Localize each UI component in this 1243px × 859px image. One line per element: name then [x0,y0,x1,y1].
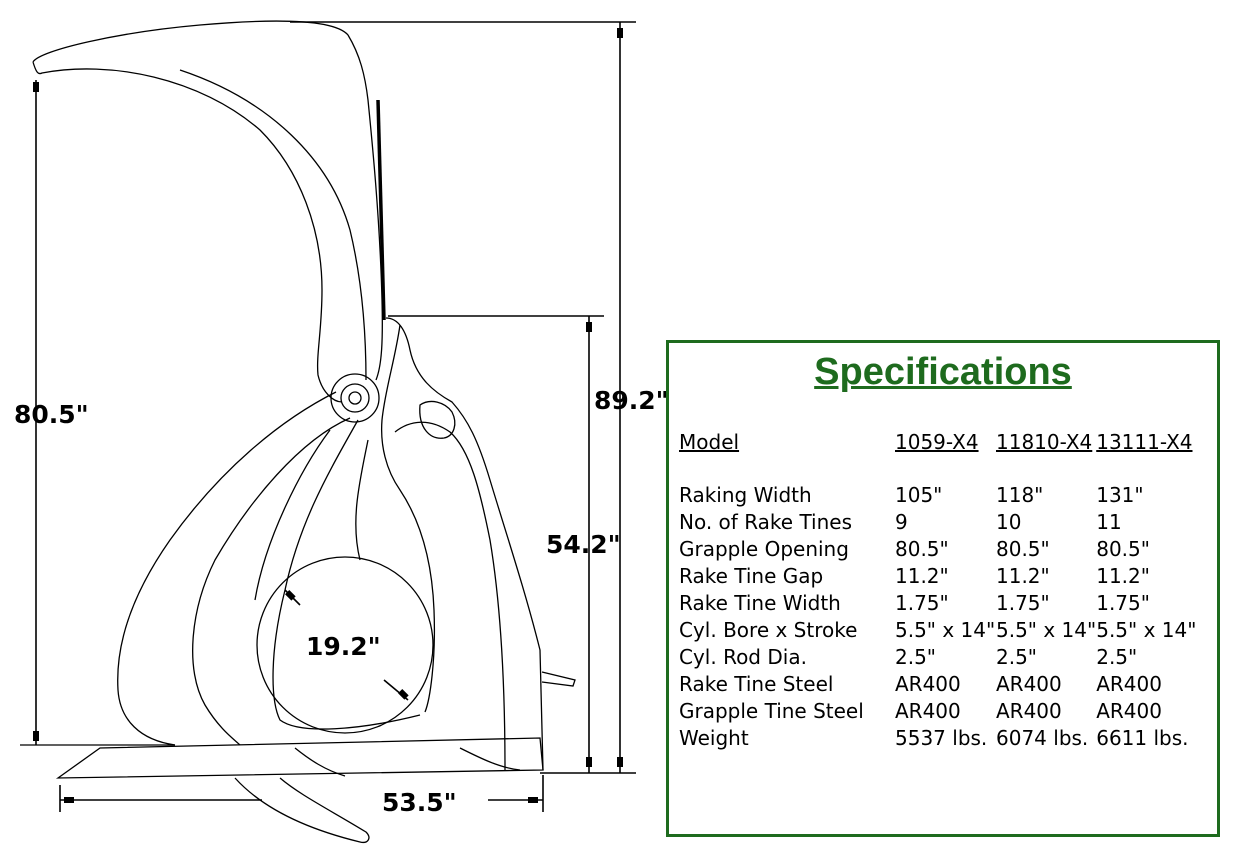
spec-value: 5.5" x 14" [996,618,1097,642]
specifications-table: Model 1059-X4 11810-X4 13111-X4 Raking W… [679,428,1206,752]
spec-value: 5.5" x 14" [1096,618,1197,642]
pivot-pin-outer [330,373,380,423]
spec-value: 9 [895,510,908,534]
cylinder-circle [256,556,434,734]
spec-label: Raking Width [679,483,812,507]
frame-inner-line [380,324,436,713]
dimension-label-53-5: 53.5" [382,788,457,817]
specifications-panel: Specifications Model 1059-X4 11810-X4 13… [666,340,1220,837]
spec-value: AR400 [895,699,961,723]
spec-row: No. of Rake Tines 9 10 11 [679,509,1206,536]
dimension-label-19-2: 19.2" [306,632,381,661]
spec-row: Cyl. Rod Dia. 2.5" 2.5" 2.5" [679,644,1206,671]
hitch-pin [541,671,576,687]
spec-row: Rake Tine Steel AR400 AR400 AR400 [679,671,1206,698]
spec-value: 6611 lbs. [1096,726,1189,750]
spec-header-model-1: 1059-X4 [895,429,979,454]
spec-value: 105" [895,483,943,507]
dimension-54-2 [388,315,604,773]
spec-label: No. of Rake Tines [679,510,852,534]
spec-value: 1.75" [996,591,1050,615]
spec-header-model-2: 11810-X4 [996,429,1093,454]
dimension-label-80-5: 80.5" [14,400,89,429]
cylinder-rod [272,419,421,730]
spec-value: 6074 lbs. [996,726,1089,750]
spec-label: Rake Tine Gap [679,564,824,588]
spec-label: Grapple Opening [679,537,849,561]
spec-row: Grapple Tine Steel AR400 AR400 AR400 [679,698,1206,725]
spec-row: Grapple Opening 80.5" 80.5" 80.5" [679,536,1206,563]
spec-row: Rake Tine Gap 11.2" 11.2" 11.2" [679,563,1206,590]
spec-value: AR400 [996,699,1062,723]
spec-row: Cyl. Bore x Stroke 5.5" x 14" 5.5" x 14"… [679,617,1206,644]
spec-value: 118" [996,483,1044,507]
spec-value: 80.5" [996,537,1050,561]
spec-row: Weight 5537 lbs. 6074 lbs. 6611 lbs. [679,725,1206,752]
pivot-pin-mid [340,383,370,413]
spec-value: 1.75" [895,591,949,615]
spec-value: 11.2" [996,564,1050,588]
spec-label: Rake Tine Steel [679,672,834,696]
rake-floor [20,737,544,779]
spec-value: 11.2" [895,564,949,588]
spec-label: Cyl. Bore x Stroke [679,618,858,642]
frame-inner-cutout [419,400,456,439]
dimension-label-54-2: 54.2" [546,530,621,559]
dimension-80-5 [33,80,39,745]
grapple-arm-inner-line [179,69,367,381]
spec-value: 11 [1096,510,1122,534]
spec-label: Rake Tine Width [679,591,841,615]
spec-value: 10 [996,510,1022,534]
pivot-pin-inner [348,391,362,405]
spec-value: 11.2" [1096,564,1150,588]
spec-value: AR400 [895,672,961,696]
grapple-arm-spine [376,99,386,321]
spec-value: 2.5" [996,645,1038,669]
spec-value: AR400 [1096,672,1162,696]
spec-header-row: Model 1059-X4 11810-X4 13111-X4 [679,428,1206,456]
spec-label: Grapple Tine Steel [679,699,864,723]
dimension-89-2 [290,21,636,774]
dimension-53-5 [59,775,544,812]
spec-row: Raking Width 105" 118" 131" [679,482,1206,509]
spec-value: AR400 [1096,699,1162,723]
spec-label: Weight [679,726,749,750]
spec-value: 2.5" [895,645,937,669]
spec-value: 5.5" x 14" [895,618,996,642]
spec-header-model: Model [679,429,740,454]
spec-value: 131" [1096,483,1144,507]
spec-value: 5537 lbs. [895,726,988,750]
spec-value: AR400 [996,672,1062,696]
spec-row: Rake Tine Width 1.75" 1.75" 1.75" [679,590,1206,617]
cylinder-body-lines [254,429,369,601]
frame-web [394,421,506,771]
dimension-label-89-2: 89.2" [594,386,669,415]
rake-tine-inner [294,747,521,777]
spec-label: Cyl. Rod Dia. [679,645,807,669]
spec-value: 80.5" [895,537,949,561]
spec-value: 2.5" [1096,645,1138,669]
spec-header-model-3: 13111-X4 [1096,429,1193,454]
dimension-19-2 [284,589,409,701]
grapple-arm-lower [117,391,351,746]
specifications-title: Specifications [814,351,1072,393]
spec-value: 1.75" [1096,591,1150,615]
rake-tine [234,777,370,844]
grapple-arm-outline [32,20,383,403]
spec-value: 80.5" [1096,537,1150,561]
frame-outline [385,317,544,771]
